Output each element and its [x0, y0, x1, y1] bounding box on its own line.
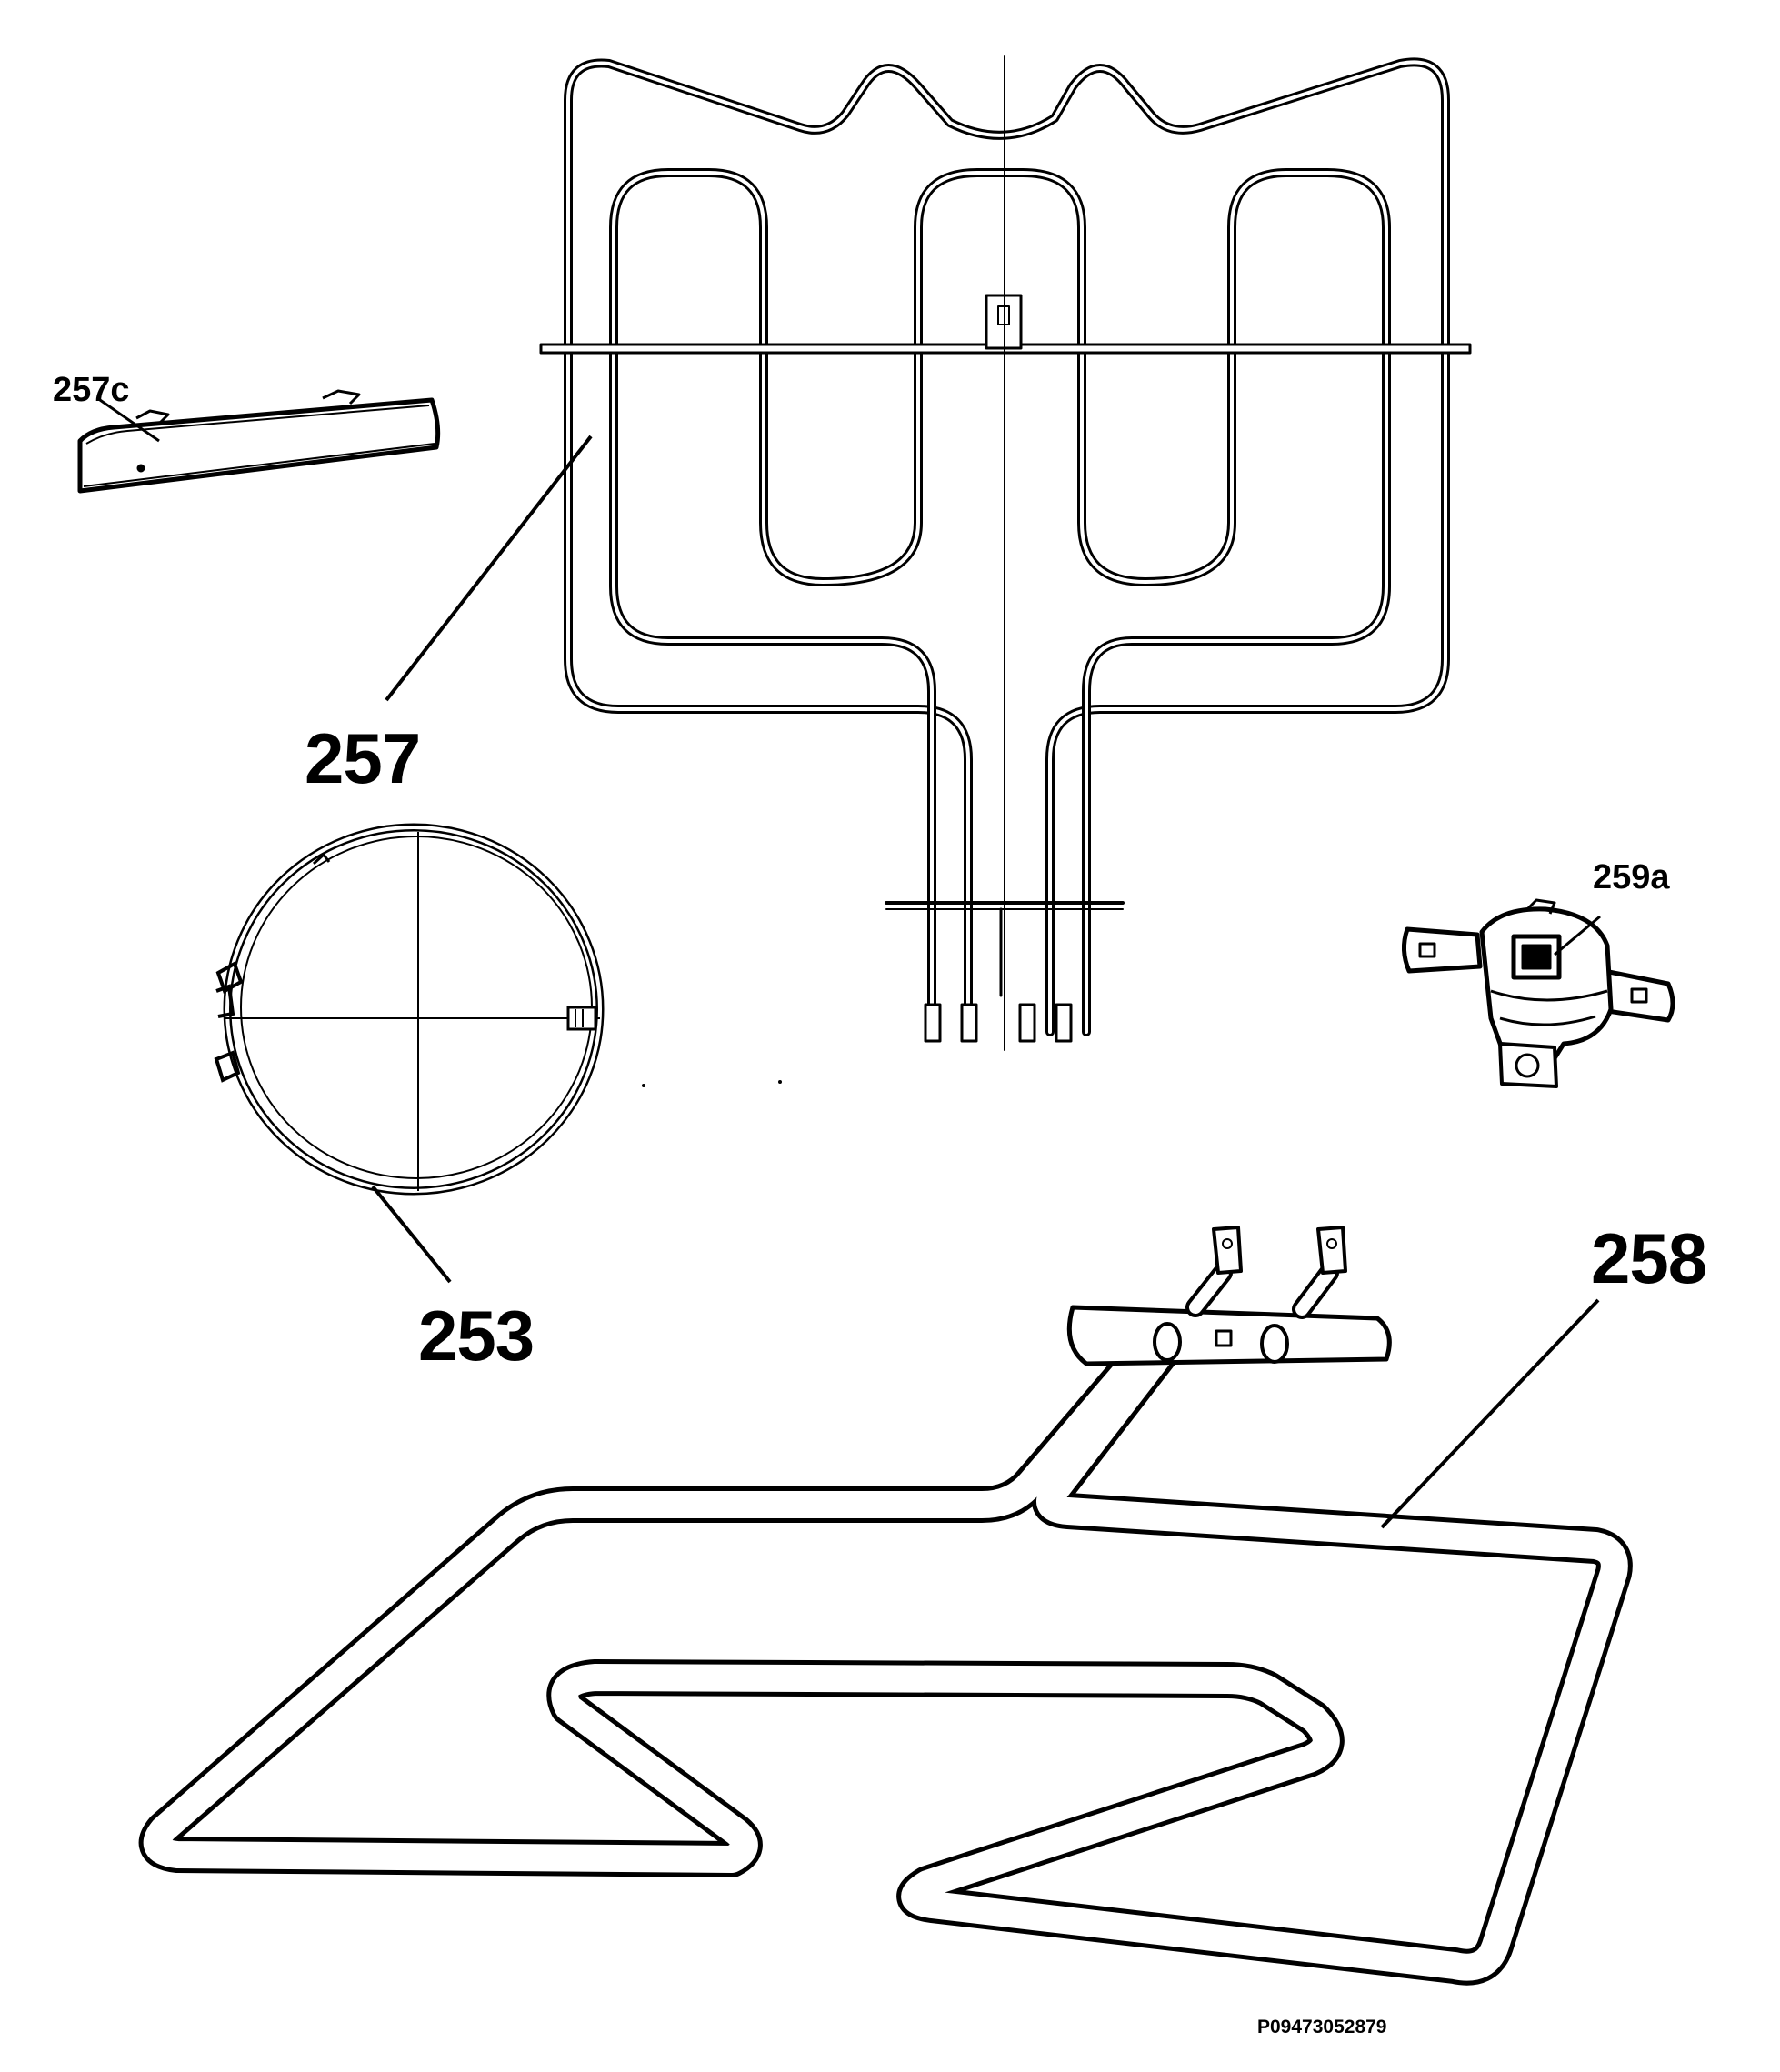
bottom-element-terminal — [1212, 1226, 1243, 1275]
drawing-code: P09473052879 — [1257, 2017, 1387, 2037]
circular-element-253 — [214, 823, 605, 1196]
grill-element-inner-serpentine-inner — [612, 171, 1388, 1034]
grill-element-outer-loop-inner — [566, 60, 1447, 1034]
grill-terminal — [1018, 1003, 1036, 1043]
leader-line-257c — [99, 398, 160, 443]
grill-terminal — [1055, 1003, 1073, 1043]
thermostat-terminal — [1498, 1042, 1558, 1088]
grill-element-outer-loop — [564, 57, 1450, 1036]
leader-line-257 — [385, 435, 593, 702]
callout-257: 257 — [305, 718, 421, 798]
grill-terminal — [924, 1003, 942, 1043]
leader-line-258 — [1380, 1298, 1600, 1529]
thermostat-259a — [1402, 898, 1675, 1088]
leader-line-259a — [1554, 915, 1601, 956]
bottom-element-plate — [1066, 1305, 1392, 1366]
thermostat-left-tab — [1402, 926, 1483, 974]
callout-253: 253 — [418, 1296, 535, 1376]
grill-element-257 — [539, 55, 1472, 1051]
cover-strip-257c — [77, 389, 441, 494]
bottom-element-258 — [138, 1226, 1633, 1986]
leader-line-253 — [371, 1185, 452, 1284]
thermostat-sensor-window — [1511, 934, 1562, 980]
grill-terminal — [960, 1003, 978, 1043]
callout-257c: 257c — [53, 371, 130, 409]
bottom-element-tube-inner — [143, 1330, 1628, 1981]
callout-259a: 259a — [1593, 858, 1670, 896]
thermostat-right-tab — [1602, 968, 1675, 1023]
bottom-element-terminal — [1316, 1226, 1347, 1275]
callout-258: 258 — [1591, 1218, 1707, 1298]
